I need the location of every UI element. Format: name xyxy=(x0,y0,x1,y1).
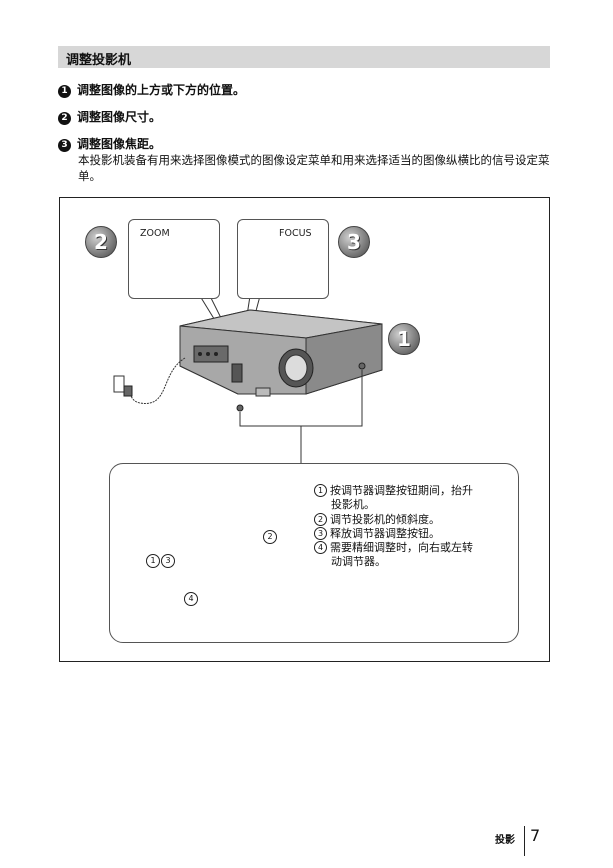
step-number: 2 xyxy=(58,112,71,125)
badge-step-1: 1 xyxy=(388,323,420,355)
callout-step-1: 1 xyxy=(146,554,160,568)
footer-section-label: 投影 xyxy=(495,835,515,846)
section-title: 调整投影机 xyxy=(66,53,132,68)
focus-callout: FOCUS xyxy=(237,219,329,299)
section-header: 调整投影机 xyxy=(58,46,550,68)
instruction-text: 释放调节器调整按钮。 xyxy=(330,527,440,540)
instruction-text: 投影机。 xyxy=(331,498,375,511)
instruction-number: 3 xyxy=(314,527,327,540)
instruction-text: 按调节器调整按钮期间，抬升 xyxy=(330,484,473,497)
step-number: 1 xyxy=(58,85,71,98)
callout-step-4: 4 xyxy=(184,592,198,606)
step-number: 3 xyxy=(58,139,71,152)
step-text: 调整图像尺寸。 xyxy=(77,110,162,124)
projector-body xyxy=(179,309,383,412)
callout-step-2: 2 xyxy=(263,530,277,544)
step-text: 调整图像的上方或下方的位置。 xyxy=(77,83,246,97)
badge-step-2: 2 xyxy=(85,226,117,258)
instruction-text: 需要精细调整时，向右或左转 xyxy=(330,541,473,554)
footer-divider xyxy=(524,826,525,856)
badge-step-3: 3 xyxy=(338,226,370,258)
focus-label: FOCUS xyxy=(279,228,312,239)
step-3-description: 本投影机装备有用来选择图像模式的图像设定菜单和用来选择适当的图像纵横比的信号设定… xyxy=(78,153,550,183)
zoom-callout: ZOOM xyxy=(128,219,220,299)
instruction-number: 1 xyxy=(314,484,327,497)
instruction-number: 4 xyxy=(314,541,327,554)
instruction-text: 动调节器。 xyxy=(331,555,386,568)
page-number: 7 xyxy=(530,826,541,845)
step-1: 1 调整图像的上方或下方的位置。 xyxy=(58,81,245,98)
zoom-label: ZOOM xyxy=(140,228,170,239)
step-text: 调整图像焦距。 xyxy=(77,137,162,151)
instruction-text: 调节投影机的倾斜度。 xyxy=(330,513,440,526)
power-cord xyxy=(113,357,186,404)
step-2: 2 调整图像尺寸。 xyxy=(58,108,161,125)
instruction-number: 2 xyxy=(314,513,327,526)
step-3: 3 调整图像焦距。 xyxy=(58,135,161,152)
callout-step-3: 3 xyxy=(161,554,175,568)
